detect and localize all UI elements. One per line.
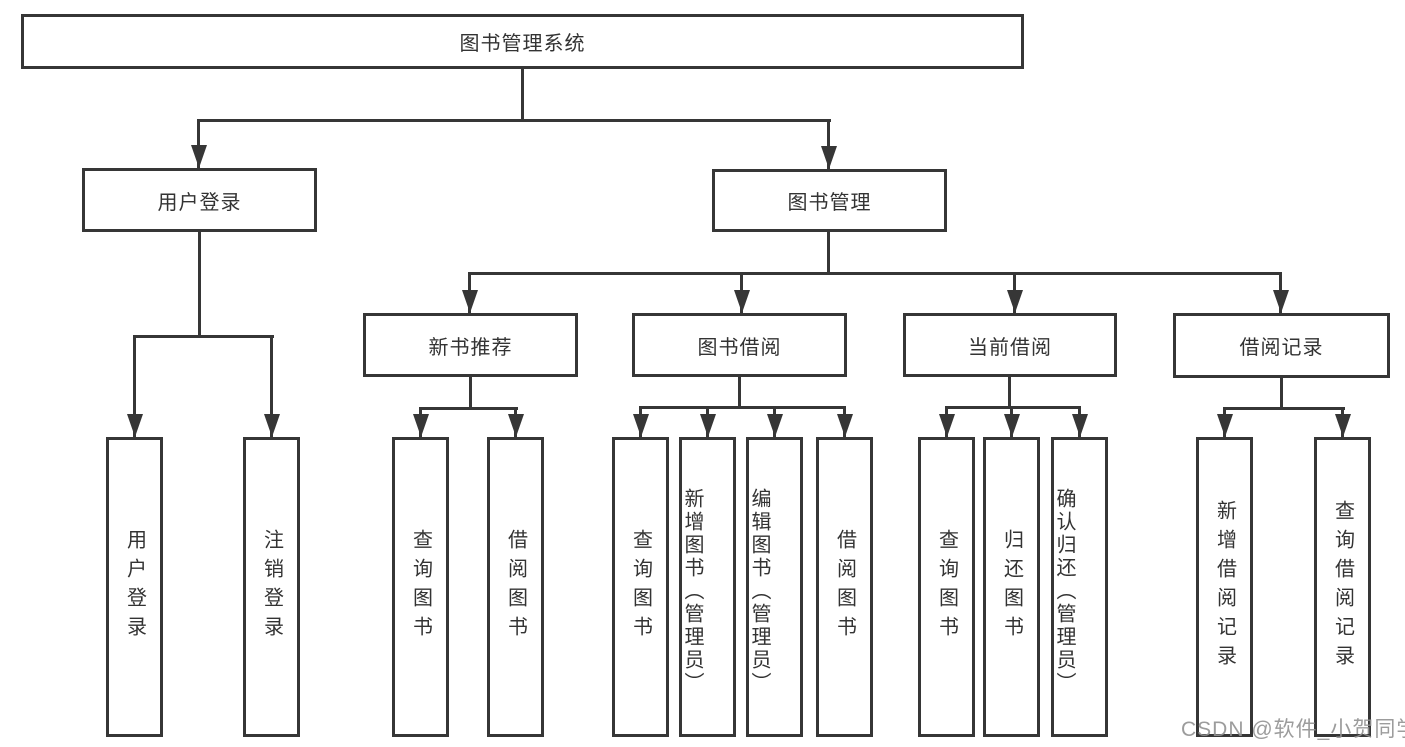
node-root-label: 图书管理系统: [459, 33, 586, 55]
leaf-query-borrow-record-label: 查询借阅记录: [1331, 500, 1354, 674]
node-book-management-label: 图书管理: [787, 192, 872, 214]
leaf-return-book-label: 归还图书: [1000, 529, 1023, 645]
leaf-confirm-return-admin: 确认归还（管理员）: [1051, 437, 1108, 737]
leaf-return-book: 归还图书: [983, 437, 1040, 737]
arrow-down-icon: [127, 414, 143, 437]
arrow-down-icon: [821, 146, 837, 169]
arrow-down-icon: [1335, 414, 1351, 437]
node-root-system: 图书管理系统: [21, 14, 1024, 69]
node-book-borrowing-label: 图书借阅: [697, 336, 782, 359]
arrow-down-icon: [734, 290, 750, 313]
node-current-borrowing: 当前借阅: [903, 313, 1117, 377]
connector-line: [197, 119, 831, 122]
leaf-query-borrow-record: 查询借阅记录: [1314, 437, 1371, 737]
connector-line: [197, 119, 200, 168]
leaf-query-book-current-label: 查询图书: [935, 529, 958, 645]
leaf-edit-book-admin-label: 编辑图书（管理员）: [748, 488, 770, 695]
connector-line: [1008, 374, 1011, 409]
node-new-book-recommend-label: 新书推荐: [428, 336, 513, 359]
arrow-down-icon: [508, 414, 524, 437]
leaf-add-borrow-record: 新增借阅记录: [1196, 437, 1253, 737]
connector-line: [1223, 407, 1345, 410]
leaf-logout: 注销登录: [243, 437, 300, 737]
leaf-add-borrow-record-label: 新增借阅记录: [1213, 500, 1236, 674]
arrow-down-icon: [1004, 414, 1020, 437]
leaf-add-book-admin: 新增图书（管理员）: [679, 437, 736, 737]
node-new-book-recommend: 新书推荐: [363, 313, 578, 377]
leaf-edit-book-admin: 编辑图书（管理员）: [746, 437, 803, 737]
connector-line: [827, 119, 830, 169]
arrow-down-icon: [264, 414, 280, 437]
connector-line: [133, 335, 136, 437]
connector-line: [133, 335, 274, 338]
leaf-query-book-recommend-label: 查询图书: [409, 529, 432, 645]
arrow-down-icon: [462, 290, 478, 313]
arrow-down-icon: [191, 145, 207, 168]
leaf-query-book-borrowing-label: 查询图书: [629, 529, 652, 645]
leaf-user-login: 用户登录: [106, 437, 163, 737]
connector-line: [1280, 375, 1283, 410]
connector-line: [945, 406, 1081, 409]
connector-line: [468, 272, 1282, 275]
node-borrow-records-label: 借阅记录: [1239, 337, 1324, 359]
connector-line: [738, 374, 741, 409]
connector-line: [270, 335, 273, 437]
leaf-borrow-book-label: 借阅图书: [833, 529, 856, 645]
leaf-borrow-book: 借阅图书: [816, 437, 873, 737]
arrow-down-icon: [939, 414, 955, 437]
connector-line: [521, 66, 524, 122]
connector-line: [469, 374, 472, 410]
leaf-add-book-admin-label: 新增图书（管理员）: [681, 488, 703, 695]
connector-line: [639, 406, 846, 409]
arrow-down-icon: [413, 414, 429, 437]
connector-line: [419, 407, 518, 410]
connector-line: [198, 229, 201, 338]
arrow-down-icon: [633, 414, 649, 437]
arrow-down-icon: [1217, 414, 1233, 437]
arrow-down-icon: [837, 414, 853, 437]
node-borrow-records: 借阅记录: [1173, 313, 1390, 378]
node-book-borrowing: 图书借阅: [632, 313, 847, 377]
leaf-query-book-current: 查询图书: [918, 437, 975, 737]
csdn-watermark: CSDN @软件_小贺同学: [1181, 718, 1405, 741]
connector-line: [827, 229, 830, 275]
arrow-down-icon: [700, 414, 716, 437]
leaf-borrow-book-recommend-label: 借阅图书: [504, 529, 527, 645]
arrow-down-icon: [1007, 290, 1023, 313]
arrow-down-icon: [1273, 290, 1289, 313]
leaf-confirm-return-admin-label: 确认归还（管理员）: [1053, 488, 1075, 695]
leaf-user-login-label: 用户登录: [123, 529, 146, 645]
leaf-query-book-recommend: 查询图书: [392, 437, 449, 737]
node-user-login-label: 用户登录: [157, 191, 242, 214]
node-book-management: 图书管理: [712, 169, 947, 232]
node-current-borrowing-label: 当前借阅: [968, 336, 1052, 359]
arrow-down-icon: [1072, 414, 1088, 437]
leaf-borrow-book-recommend: 借阅图书: [487, 437, 544, 737]
leaf-logout-label: 注销登录: [260, 529, 283, 645]
leaf-query-book-borrowing: 查询图书: [612, 437, 669, 737]
arrow-down-icon: [767, 414, 783, 437]
node-user-login: 用户登录: [82, 168, 317, 232]
